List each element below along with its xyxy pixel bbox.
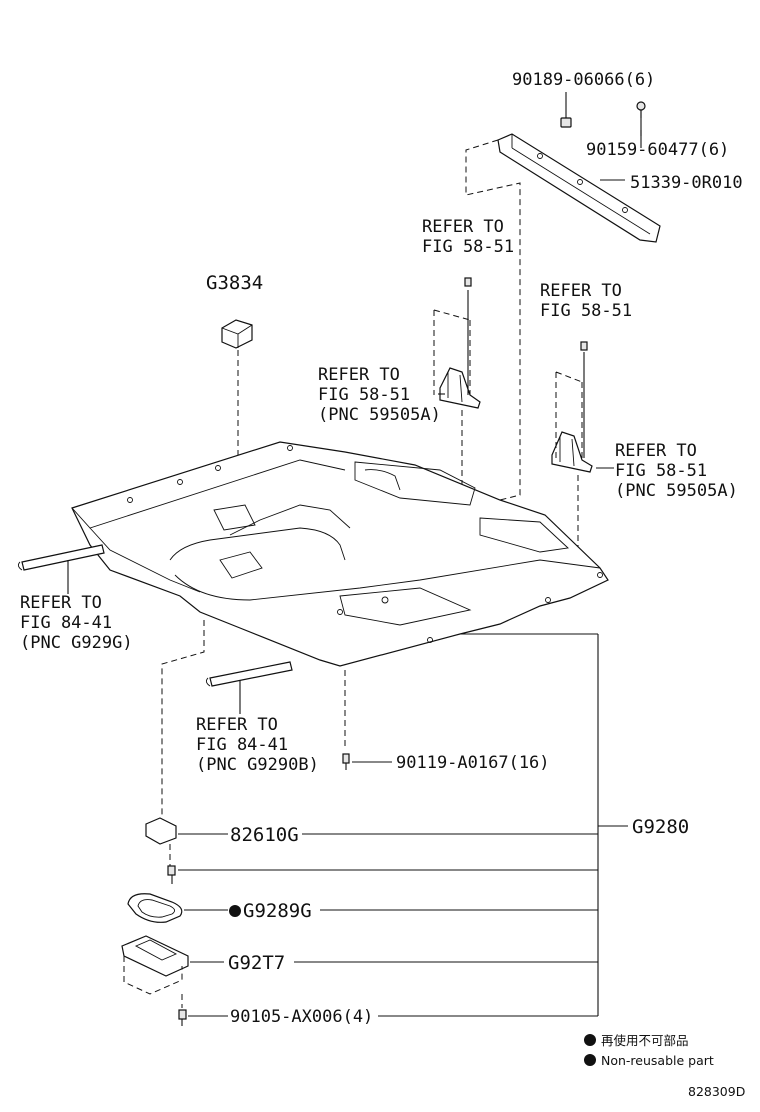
label-g9280: G9280 (632, 816, 689, 838)
screw-82610g[interactable] (167, 865, 176, 884)
ref-3-line3: (PNC 59505A) (318, 405, 441, 425)
gasket-g9289g[interactable] (127, 893, 183, 923)
legend-english: Non-reusable part (601, 1053, 714, 1068)
ref-6-line1: REFER TO (196, 715, 278, 735)
ref-2-line2: FIG 58-51 (540, 301, 632, 321)
ref-1-line1: REFER TO (422, 217, 504, 237)
ref-6-line3: (PNC G9290B) (196, 755, 319, 775)
ref-5-line2: FIG 84-41 (20, 613, 112, 633)
label-51339: 51339-0R010 (630, 173, 743, 193)
ref-6-line2: FIG 84-41 (196, 735, 288, 755)
ref-5-line1: REFER TO (20, 593, 102, 613)
nut-90189[interactable] (560, 117, 572, 128)
bolt-90119[interactable] (342, 753, 350, 770)
ref-5-line3: (PNC G929G) (20, 633, 133, 653)
legend-japanese: 再使用不可部品 (601, 1033, 689, 1048)
screw-90105[interactable] (178, 1009, 187, 1026)
non-reusable-marker-icon (229, 905, 241, 917)
ref-4-line2: FIG 58-51 (615, 461, 707, 481)
diagram-code: 828309D (688, 1084, 745, 1099)
stay-left-59505a[interactable] (439, 367, 481, 409)
hose-right-g9290b[interactable] (205, 661, 293, 687)
engine-under-cover-g9280[interactable] (71, 441, 609, 667)
label-82610g: 82610G (230, 824, 299, 846)
label-90105: 90105-AX006(4) (230, 1007, 373, 1027)
stay-right-59505a[interactable] (551, 431, 593, 473)
cover-g92t7[interactable] (121, 935, 189, 977)
ref-4-line1: REFER TO (615, 441, 697, 461)
ref-1-line2: FIG 58-51 (422, 237, 514, 257)
ref-4-line3: (PNC 59505A) (615, 481, 738, 501)
ref-2-line1: REFER TO (540, 281, 622, 301)
label-g92t7: G92T7 (228, 952, 285, 974)
ref-3-line2: FIG 58-51 (318, 385, 410, 405)
label-90119: 90119-A0167(16) (396, 753, 550, 773)
hose-left-g929g[interactable] (17, 544, 105, 571)
part-g3834[interactable] (221, 319, 253, 349)
ref-3-line1: REFER TO (318, 365, 400, 385)
legend-bullet-icon-2 (584, 1054, 596, 1066)
label-90189: 90189-06066(6) (512, 70, 655, 90)
clip-82610g[interactable] (145, 817, 177, 845)
legend-bullet-icon (584, 1034, 596, 1046)
label-90159: 90159-60477(6) (586, 140, 729, 160)
bracket-51339-0r010[interactable] (497, 133, 661, 243)
label-g3834: G3834 (206, 272, 263, 294)
label-g9289g: G9289G (243, 900, 312, 922)
